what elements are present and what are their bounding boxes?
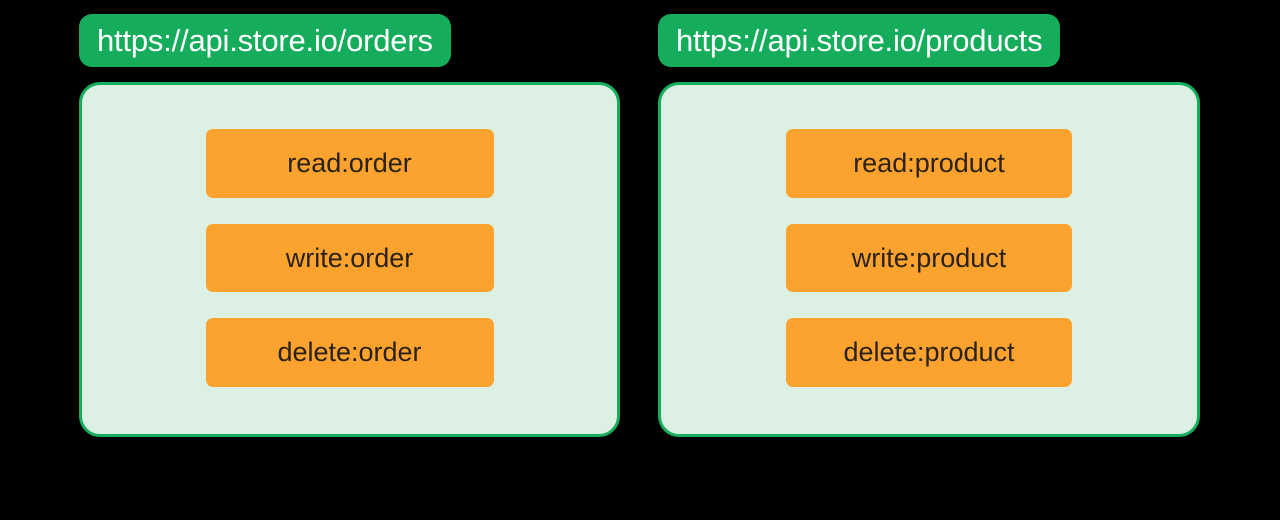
api-resource-group-orders: https://api.store.io/orders read:order w… (79, 14, 620, 437)
scope-chip-write-product[interactable]: write:product (786, 223, 1072, 293)
api-endpoint-label-products[interactable]: https://api.store.io/products (658, 14, 1061, 67)
scope-chip-read-order[interactable]: read:order (205, 129, 494, 198)
api-endpoint-label-orders[interactable]: https://api.store.io/orders (79, 14, 451, 67)
scope-chip-write-order[interactable]: write:order (205, 223, 494, 293)
scope-list-orders: read:order write:order delete:order (79, 82, 620, 437)
scope-chip-delete-product[interactable]: delete:product (786, 318, 1072, 388)
scope-list-products: read:product write:product delete:produc… (658, 82, 1200, 437)
scope-chip-read-product[interactable]: read:product (786, 129, 1072, 198)
scope-chip-delete-order[interactable]: delete:order (205, 318, 494, 388)
api-resource-group-products: https://api.store.io/products read:produ… (658, 14, 1200, 437)
